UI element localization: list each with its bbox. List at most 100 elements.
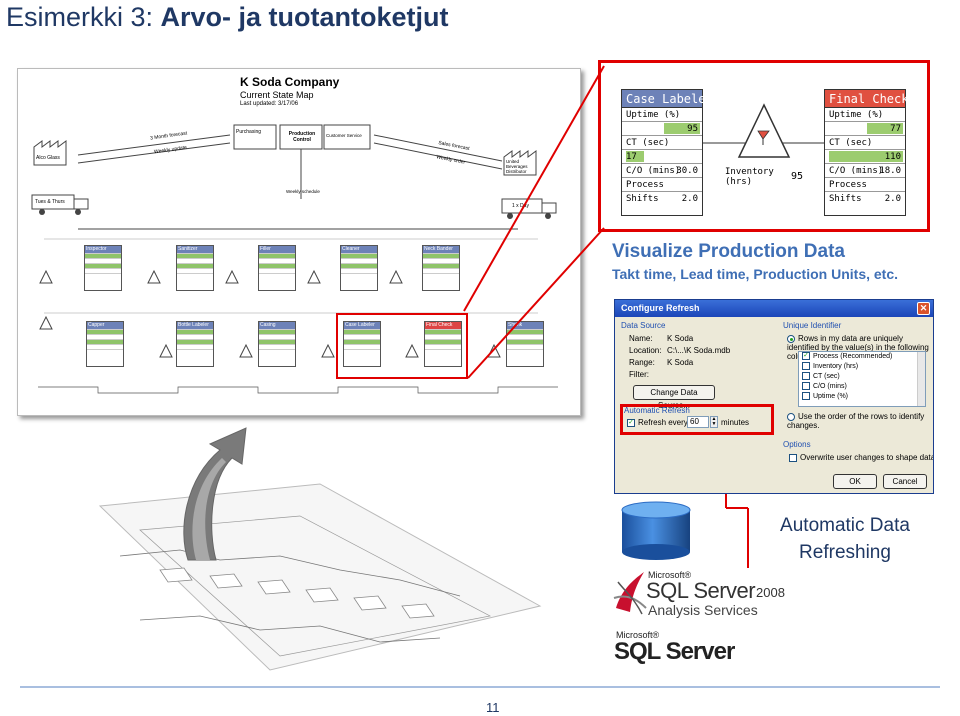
- vsm-purchasing: Purchasing: [236, 129, 262, 135]
- range-value: K Soda: [667, 358, 694, 367]
- vsm-process-box: Capper: [86, 321, 124, 367]
- shifts-value: 2.0: [884, 194, 901, 204]
- vsm-process-name: Shrink: [507, 322, 543, 329]
- ok-button[interactable]: OK: [833, 474, 877, 489]
- refresh-every-checkbox[interactable]: ✓: [627, 418, 635, 427]
- final-check-box: Final Check Uptime (%) 77 CT (sec) 110 C…: [824, 89, 908, 216]
- row-order-radio-row[interactable]: Use the order of the rows to identify ch…: [787, 412, 931, 430]
- vsm-weekly-schedule: Weekly schedule: [286, 189, 320, 194]
- vsm-process-box: Neck Bander: [422, 245, 460, 291]
- vsm-process-name: Capper: [87, 322, 123, 329]
- column-item-label: CT (sec): [813, 373, 840, 380]
- vsm-process-name: Filler: [259, 246, 295, 253]
- name-label: Name:: [629, 334, 653, 343]
- overwrite-checkbox[interactable]: [789, 453, 797, 462]
- footer-divider: [20, 686, 940, 688]
- value-stream-map: K Soda Company Current State Map Last up…: [17, 68, 581, 416]
- auto-refresh-highlight: [620, 404, 774, 435]
- slide-title: Esimerkki 3: Arvo- ja tuotantoketjut: [6, 0, 449, 34]
- column-item[interactable]: Uptime (%): [799, 392, 925, 402]
- filter-label: Filter:: [629, 370, 649, 379]
- co-value: 30.0: [676, 166, 698, 176]
- shifts-value: 2.0: [681, 194, 698, 204]
- name-value: K Soda: [667, 334, 694, 343]
- close-icon[interactable]: ✕: [917, 302, 930, 315]
- uptime-label: Uptime (%): [626, 110, 681, 120]
- range-label: Range:: [629, 358, 655, 367]
- vsm-process-box: Case Labeler: [343, 321, 381, 367]
- column-item[interactable]: CT (sec): [799, 372, 925, 382]
- shifts-label: Shifts: [626, 194, 659, 204]
- row-order-radio[interactable]: [787, 412, 795, 421]
- ssas-product: SQL Server: [646, 578, 756, 603]
- column-item-label: Process (Recommended): [813, 353, 893, 360]
- sql-server-emblem-icon: [613, 572, 647, 615]
- co-value: 18.0: [879, 166, 901, 176]
- column-checkbox[interactable]: [802, 372, 810, 381]
- change-data-source-button[interactable]: Change Data Source...: [633, 385, 715, 410]
- refresh-interval-stepper[interactable]: ▲▼: [710, 416, 718, 428]
- vsm-highlight-frame: [336, 313, 468, 379]
- sql-product: SQL Server: [614, 638, 735, 665]
- column-checkbox[interactable]: [802, 382, 810, 391]
- unique-rows-radio[interactable]: [787, 334, 795, 343]
- vsm-process-box: Final Check: [424, 321, 462, 367]
- visualize-subheading: Takt time, Lead time, Production Units, …: [612, 266, 899, 282]
- columns-listbox[interactable]: ✓Process (Recommended) Inventory (hrs) C…: [798, 351, 926, 407]
- overwrite-row[interactable]: Overwrite user changes to shape data: [789, 453, 934, 462]
- cancel-button[interactable]: Cancel: [883, 474, 927, 489]
- vsm-company: K Soda Company: [240, 75, 340, 89]
- listbox-scrollbar[interactable]: [917, 352, 925, 406]
- configure-refresh-dialog: Configure Refresh✕ Data Source Name: K S…: [614, 299, 934, 494]
- refresh-interval-input[interactable]: 60: [687, 416, 709, 428]
- refresh-every-row[interactable]: ✓Refresh every: [627, 418, 688, 427]
- vsm-process-box: Inspector: [84, 245, 122, 291]
- ct-label: CT (sec): [626, 138, 670, 148]
- automatic-refresh-group: Automatic Refresh: [624, 406, 690, 415]
- process-label: Process: [626, 180, 664, 190]
- ssas-logo: Microsoft® SQL Server 2008 Analysis Serv…: [612, 568, 802, 620]
- options-group: Options: [783, 440, 811, 449]
- case-labeler-title: Case Labeler: [622, 90, 713, 108]
- vsm-customer: United Beverages Distributor: [506, 159, 528, 174]
- process-label: Process: [829, 180, 867, 190]
- inventory-value: 95: [791, 171, 804, 182]
- column-item[interactable]: Inventory (hrs): [799, 362, 925, 372]
- data-source-group: Data Source: [621, 321, 666, 330]
- slide-title-prefix: Esimerkki 3:: [6, 2, 161, 32]
- vsm-process-name: Casing: [259, 322, 295, 329]
- sql-server-logo: Microsoft® SQL Server: [614, 630, 744, 670]
- column-item-label: Inventory (hrs): [813, 363, 859, 370]
- uptime-value: 77: [890, 124, 901, 134]
- column-item[interactable]: C/O (mins): [799, 382, 925, 392]
- process-zoom-frame: Case Labeler Uptime (%) 95 CT (sec) 17 C…: [598, 60, 930, 232]
- vsm-last-updated: Last updated: 3/17/06: [240, 101, 299, 107]
- column-item[interactable]: ✓Process (Recommended): [799, 352, 925, 362]
- vsm-process-name: Inspector: [85, 246, 121, 253]
- shifts-label: Shifts: [829, 194, 862, 204]
- database-icon: [621, 501, 691, 560]
- ssas-brand: Microsoft®: [648, 570, 692, 580]
- vsm-process-box: Shrink: [506, 321, 544, 367]
- dialog-titlebar: Configure Refresh✕: [615, 300, 933, 317]
- visualize-heading: Visualize Production Data: [612, 241, 845, 262]
- vsm-truck-in: Tues & Thurs: [35, 199, 65, 205]
- co-label: C/O (mins): [829, 166, 884, 176]
- vsm-customer-service: Customer Service: [326, 133, 362, 138]
- vsm-process-name: Neck Bander: [423, 246, 459, 253]
- ct-label: CT (sec): [829, 138, 873, 148]
- row-order-radio-label: Use the order of the rows to identify ch…: [787, 412, 925, 430]
- tilted-vsm-illustration: [98, 427, 542, 671]
- vsm-production-control: Production Control: [288, 131, 316, 143]
- column-checkbox[interactable]: [802, 392, 810, 401]
- sql-brand: Microsoft®: [616, 630, 660, 640]
- overwrite-label: Overwrite user changes to shape data: [800, 453, 934, 462]
- column-checkbox[interactable]: [802, 362, 810, 371]
- ct-value: 17: [626, 152, 637, 162]
- co-label: C/O (mins): [626, 166, 681, 176]
- ssas-year: 2008: [756, 585, 785, 600]
- vsm-process-box: Casing: [258, 321, 296, 367]
- vsm-process-box: Bottle Labeler: [176, 321, 214, 367]
- ct-value: 110: [884, 152, 901, 162]
- column-checkbox[interactable]: ✓: [802, 352, 810, 361]
